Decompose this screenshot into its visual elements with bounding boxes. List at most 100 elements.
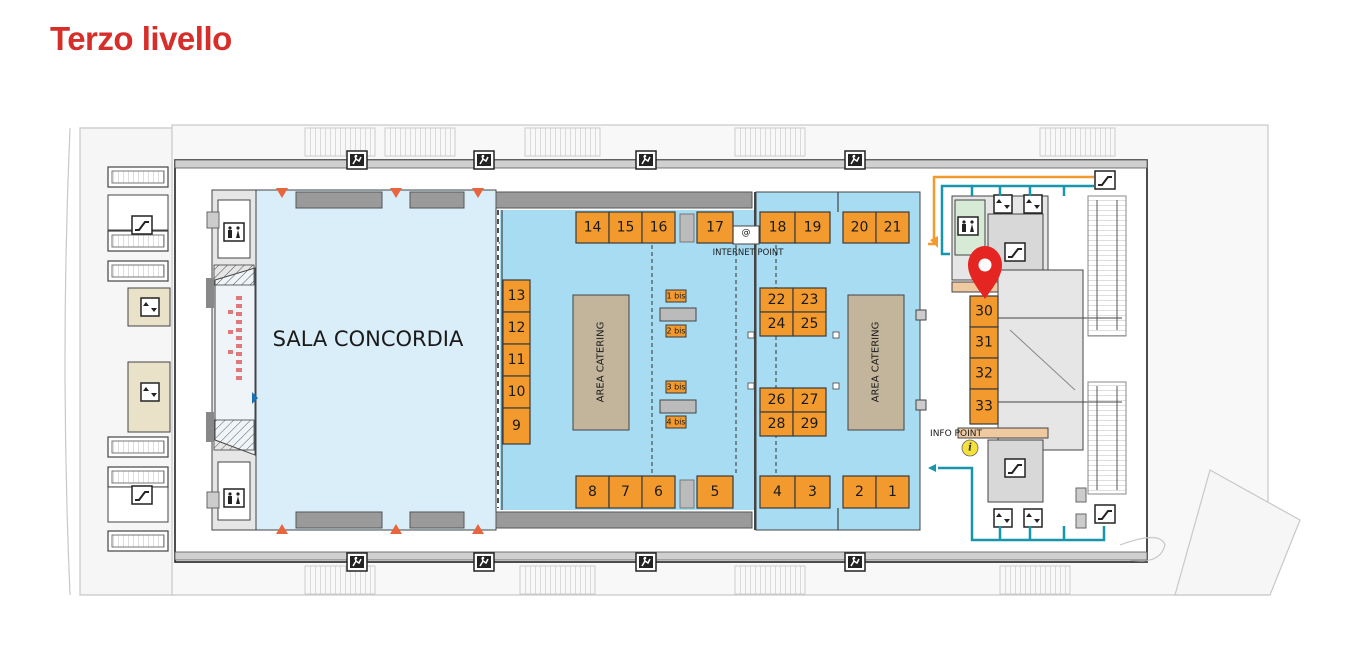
booth-box [794, 475, 831, 509]
booth-29[interactable]: 29 [792, 411, 827, 437]
booth-box [792, 387, 827, 413]
booth-33[interactable]: 33 [969, 388, 999, 425]
booth-25[interactable]: 25 [792, 311, 827, 337]
booth-label: 12 [508, 320, 526, 336]
booth-box [794, 211, 831, 244]
booth-box [502, 343, 531, 377]
booth-box [502, 407, 531, 445]
bis-booth-1[interactable]: 1 bis [665, 289, 687, 303]
page-title: Terzo livello [50, 20, 232, 57]
booth-label: 30 [975, 304, 993, 320]
booth-23[interactable]: 23 [792, 287, 827, 313]
booth-1[interactable]: 1 [875, 475, 910, 509]
hall-name: SALA CONCORDIA [273, 327, 464, 351]
booth-10[interactable]: 10 [502, 375, 531, 409]
left-service-column [107, 166, 171, 552]
bis-booth-label: 4 bis [666, 418, 685, 427]
booth-16[interactable]: 16 [641, 211, 676, 244]
booth-18[interactable]: 18 [759, 211, 796, 244]
booth-label: 7 [621, 484, 630, 500]
emergency-exit-icon [346, 552, 368, 572]
booth-label: 21 [884, 220, 902, 236]
booth-label: 5 [711, 484, 720, 500]
booth-box [502, 375, 531, 409]
booth-31[interactable]: 31 [969, 326, 999, 359]
booth-4[interactable]: 4 [759, 475, 796, 509]
booth-label: 22 [768, 292, 786, 308]
booth-box [575, 475, 610, 509]
booth-11[interactable]: 11 [502, 343, 531, 377]
svg-text:AREA CATERING: AREA CATERING [871, 322, 882, 403]
elevator-icon [1023, 508, 1043, 528]
booth-15[interactable]: 15 [608, 211, 643, 244]
restroom-icon [957, 216, 979, 236]
bis-booth-box [665, 380, 687, 394]
booth-6[interactable]: 6 [641, 475, 676, 509]
emergency-exit-icon [635, 552, 657, 572]
booth-30[interactable]: 30 [969, 295, 999, 328]
restroom-icon [223, 488, 245, 508]
emergency-exit-icon [635, 150, 657, 170]
booth-28[interactable]: 28 [759, 411, 794, 437]
booth-8[interactable]: 8 [575, 475, 610, 509]
bis-booth-label: 1 bis [666, 292, 685, 301]
booth-box [696, 211, 734, 244]
escalator-icon [1004, 458, 1026, 478]
info-point-label: INFO POINT [930, 429, 982, 439]
booth-box [969, 388, 999, 425]
catering-area-right: AREA CATERING [847, 294, 905, 431]
elevator-icon [993, 194, 1013, 214]
booth-3[interactable]: 3 [794, 475, 831, 509]
booth-box [641, 211, 676, 244]
booth-9[interactable]: 9 [502, 407, 531, 445]
bis-booth-3[interactable]: 3 bis [665, 380, 687, 394]
emergency-exit-icon [473, 150, 495, 170]
booth-label: 23 [801, 292, 819, 308]
booth-box [502, 279, 531, 313]
booth-22[interactable]: 22 [759, 287, 794, 313]
booth-26[interactable]: 26 [759, 387, 794, 413]
booth-5[interactable]: 5 [696, 475, 734, 509]
booth-32[interactable]: 32 [969, 357, 999, 390]
route-teal [938, 184, 1106, 542]
svg-text:AREA CATERING: AREA CATERING [596, 322, 607, 403]
booth-label: 18 [769, 220, 787, 236]
elevator-icon [140, 297, 160, 317]
booth-label: 9 [512, 418, 521, 434]
booth-label: 16 [650, 220, 668, 236]
booth-box [792, 311, 827, 337]
route-orange [928, 175, 1094, 246]
booth-box [792, 411, 827, 437]
booth-label: 11 [508, 352, 526, 368]
booth-14[interactable]: 14 [575, 211, 610, 244]
bis-booth-box [665, 289, 687, 303]
booth-label: 8 [588, 484, 597, 500]
booth-12[interactable]: 12 [502, 311, 531, 345]
booth-20[interactable]: 20 [842, 211, 877, 244]
booth-box [759, 211, 796, 244]
booth-24[interactable]: 24 [759, 311, 794, 337]
booth-7[interactable]: 7 [608, 475, 643, 509]
booth-label: 3 [808, 484, 817, 500]
elevator-icon [993, 508, 1013, 528]
emergency-exit-icon [346, 150, 368, 170]
booth-17[interactable]: 17 [696, 211, 734, 244]
booth-13[interactable]: 13 [502, 279, 531, 313]
booth-label: 13 [508, 288, 526, 304]
catering-area-left: AREA CATERING [572, 294, 630, 431]
bis-booth-box [665, 415, 687, 429]
info-icon: i [968, 443, 972, 454]
location-pin-icon[interactable] [968, 246, 1002, 299]
restroom-icon [223, 222, 245, 242]
booth-19[interactable]: 19 [794, 211, 831, 244]
booth-2[interactable]: 2 [842, 475, 877, 509]
bis-booth-2[interactable]: 2 bis [665, 324, 687, 338]
bis-booths: 1 bis 2 bis 3 bis 4 bis [665, 289, 687, 429]
info-point[interactable]: INFO POINT i [930, 429, 982, 457]
booth-27[interactable]: 27 [792, 387, 827, 413]
bis-booth-4[interactable]: 4 bis [665, 415, 687, 429]
booth-label: 28 [768, 416, 786, 432]
booth-21[interactable]: 21 [875, 211, 910, 244]
